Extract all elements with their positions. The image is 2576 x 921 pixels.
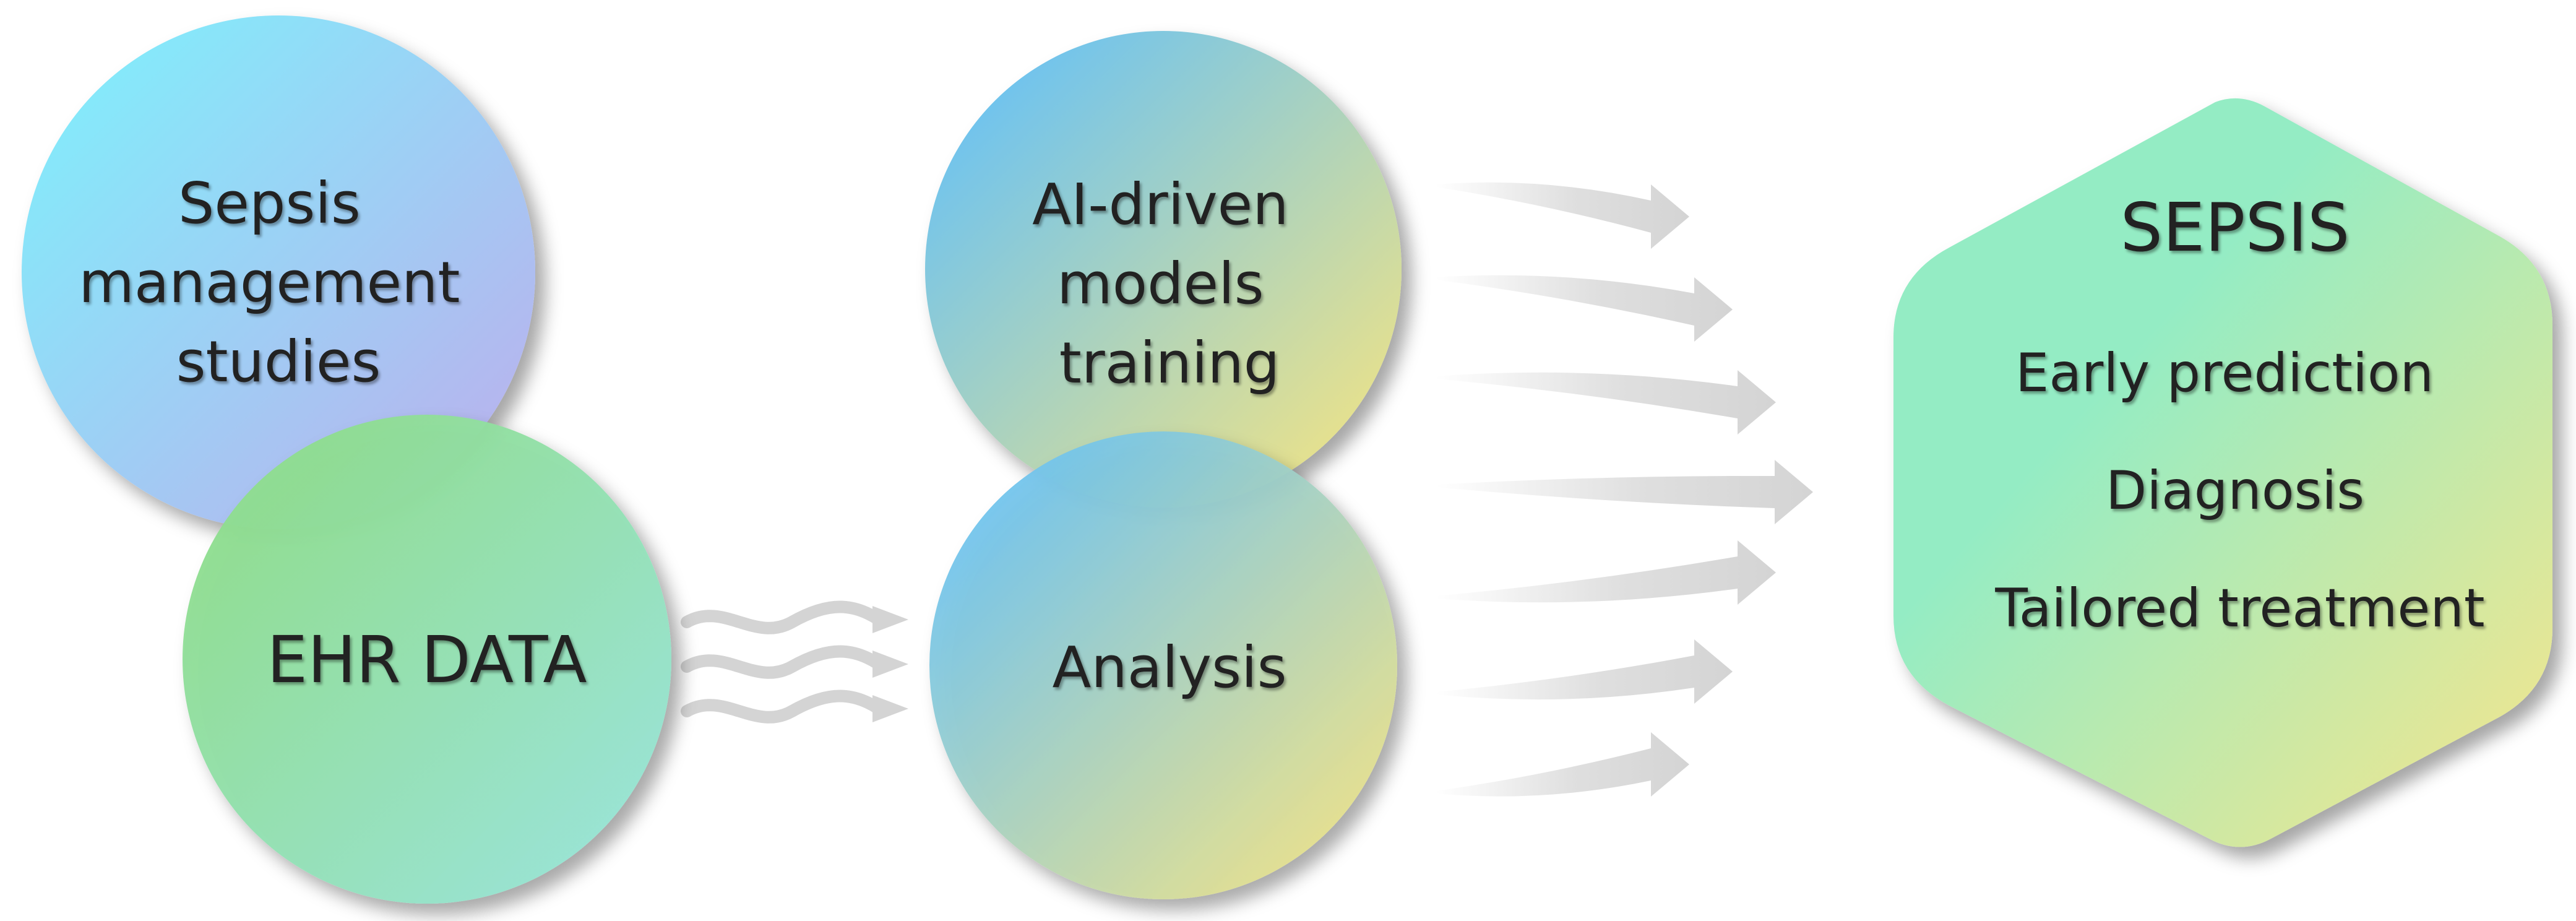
wave-arrow (681, 645, 908, 679)
outcome-item-early-prediction: Early prediction (2015, 342, 2434, 404)
fan-arrow (1436, 370, 1776, 435)
outcome-item-tailored-treatment: Tailored treatment (1994, 577, 2484, 639)
fan-arrow (1436, 460, 1813, 524)
wave-arrow (681, 690, 908, 724)
sepsis-studies-line-2: management (79, 249, 460, 316)
ai-models-line-3: training (1059, 330, 1280, 396)
fan-arrow (1436, 182, 1689, 249)
analysis-node: Analysis (929, 431, 1397, 899)
sepsis-studies-line-1: Sepsis (178, 170, 361, 236)
analysis-label: Analysis (1052, 634, 1286, 701)
fan-arrows (1436, 182, 1813, 797)
ai-models-line-2: models (1057, 251, 1264, 317)
svg-text:AI-driven models t: AI-driven models training (1032, 171, 1307, 396)
outcome-title: SEPSIS (2121, 189, 2350, 267)
ehr-data-node: EHR DATA (183, 415, 671, 904)
sepsis-studies-line-3: studies (176, 329, 381, 395)
fan-arrow (1436, 732, 1689, 797)
outcome-item-diagnosis: Diagnosis (2106, 460, 2364, 522)
fan-arrow (1436, 540, 1776, 605)
sepsis-outcome-hexagon: SEPSIS Early prediction Diagnosis Tailor… (1893, 98, 2552, 847)
svg-text:Sepsis management: Sepsis management studies (79, 170, 478, 395)
ai-models-node: AI-driven models training (925, 31, 1402, 508)
sepsis-studies-node: Sepsis management studies (22, 15, 535, 529)
fan-arrow (1436, 639, 1733, 704)
ai-models-line-1: AI-driven (1032, 171, 1288, 238)
fan-arrow (1436, 275, 1733, 342)
wave-arrows (681, 600, 908, 724)
wave-arrow (681, 600, 908, 634)
ehr-data-label: EHR DATA (267, 622, 587, 698)
